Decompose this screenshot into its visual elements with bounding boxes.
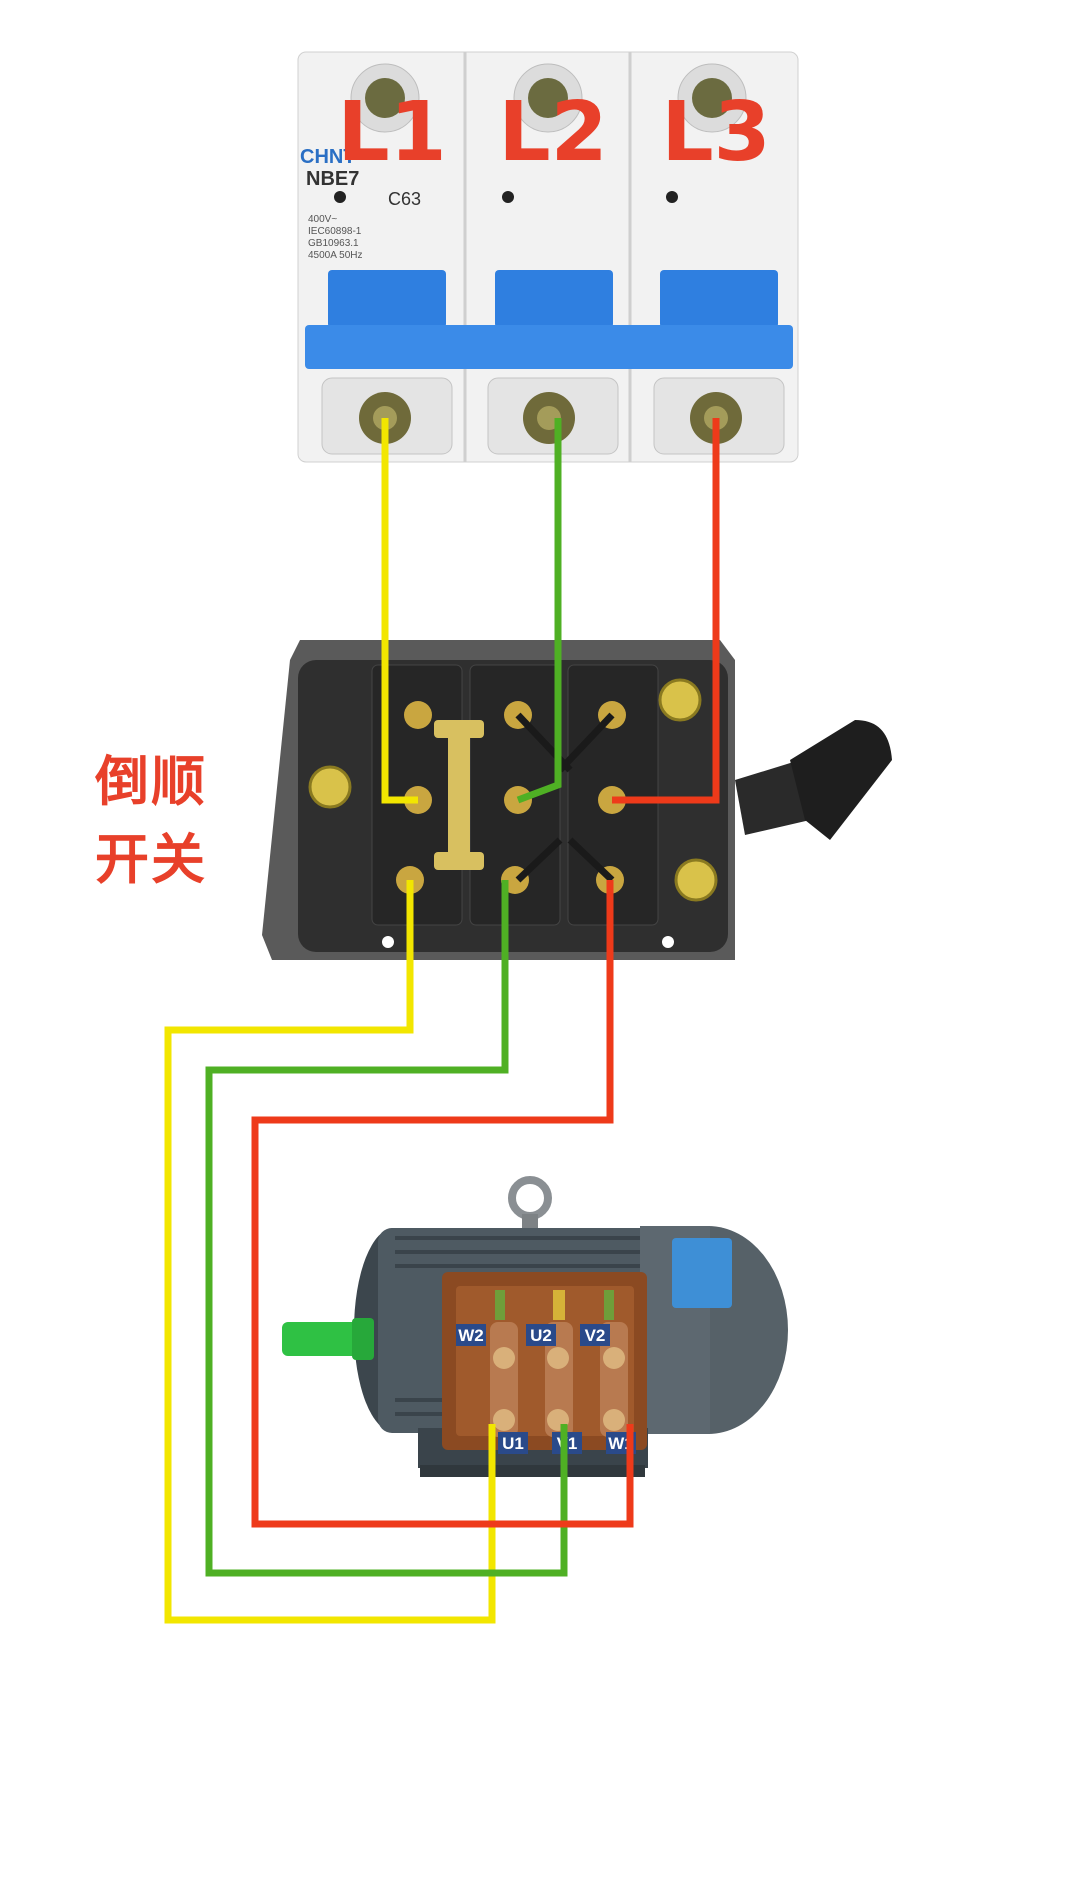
terminal-u1: U1: [502, 1434, 524, 1453]
wire-l1-breaker-to-switch: [381, 418, 418, 804]
terminal-v2: V2: [585, 1326, 606, 1345]
breaker-spec-line: 400V~: [308, 214, 337, 225]
terminal-w2: W2: [458, 1326, 484, 1345]
breaker-spec-line: 4500A 50Hz: [308, 250, 363, 261]
wires: [164, 418, 720, 1624]
motor-terminal-box: W2 U2 V2 U1 V1 W1: [442, 1272, 647, 1454]
wire-l2-switch-to-motor: [205, 880, 568, 1577]
breaker-spec-line: IEC60898-1: [308, 226, 362, 237]
breaker-model: NBE7: [306, 168, 359, 190]
terminal-u2: U2: [530, 1326, 552, 1345]
switch-label-line1: 倒顺: [95, 750, 207, 813]
circuit-breaker: CHNT NBE7 C63 400V~IEC60898-1GB10963.145…: [297, 51, 799, 463]
wire-l3-breaker-to-switch: [612, 418, 720, 804]
wire-l2-breaker-to-switch: [516, 418, 562, 804]
breaker-spec-line: GB10963.1: [308, 238, 359, 249]
breaker-handles[interactable]: [305, 270, 793, 369]
label-l1: L1: [337, 85, 446, 180]
label-l2: L2: [498, 85, 607, 180]
wire-l1-switch-to-motor: [164, 880, 496, 1624]
switch-label-line2: 开关: [95, 828, 207, 891]
breaker-top-terminals: [350, 63, 747, 133]
reversing-switch: [262, 640, 892, 960]
breaker-rating: C63: [388, 189, 421, 209]
wire-l3-switch-to-motor: [251, 880, 634, 1528]
switch-terminal-block: [371, 664, 659, 926]
breaker-brand: CHNT: [300, 146, 356, 168]
label-l3: L3: [661, 85, 770, 180]
switch-lever[interactable]: [735, 720, 892, 840]
